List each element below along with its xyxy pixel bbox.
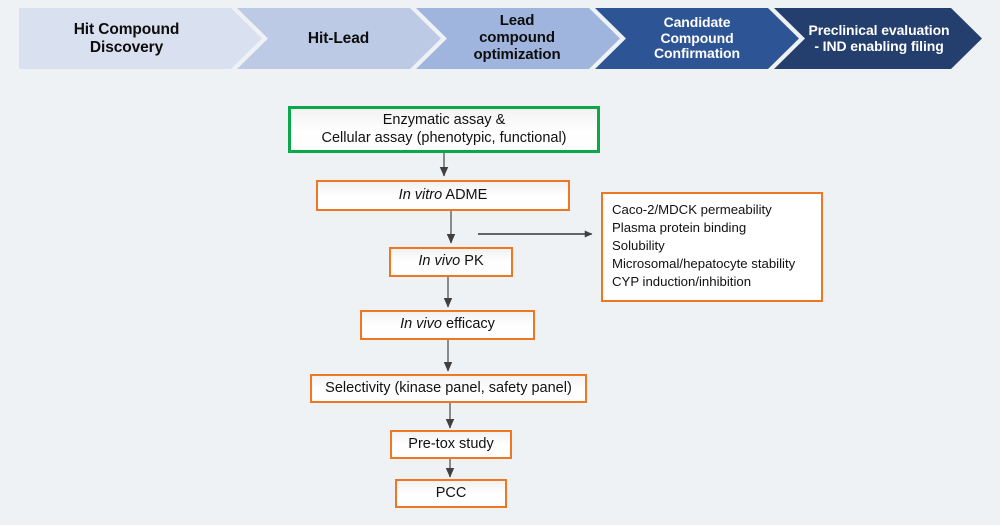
node-in-vivo-pk-italic: In vivo [418,253,461,270]
panel-item-plasma-protein-binding: Plasma protein binding [612,219,747,235]
node-selectivity-text: Selectivity (kinase panel, safety panel) [325,379,572,396]
adme-assay-panel: Caco-2/MDCK permeability Plasma protein … [601,192,823,302]
node-in-vivo-pk-text: In vivo PK [391,253,511,271]
node-assay-text: Enzymatic assay & Cellular assay (phenot… [291,112,597,147]
node-in-vitro-adme-text: In vitro ADME [318,187,568,205]
stage-chevron-3[interactable] [416,8,620,69]
stage-chevron-1[interactable] [19,8,262,69]
stage-chevron-2[interactable] [237,8,441,69]
node-pcc[interactable]: PCC [395,479,507,508]
stage-band-chevrons [19,8,982,69]
node-in-vitro-adme[interactable]: In vitro ADME [316,180,570,211]
node-assay[interactable]: Enzymatic assay & Cellular assay (phenot… [288,106,600,153]
node-in-vitro-adme-italic: In vitro [398,186,443,203]
node-assay-line2: Cellular assay (phenotypic, functional) [321,129,567,146]
node-in-vivo-pk-plain: PK [460,253,484,270]
node-in-vivo-efficacy-text: In vivo efficacy [362,316,533,334]
node-in-vivo-efficacy-plain: efficacy [441,316,495,333]
stage-chevron-4[interactable] [595,8,799,69]
panel-item-caco2-mdck-permeability: Caco-2/MDCK permeability [612,202,772,217]
panel-item-microsomal-hepatocyte-stability: Microsomal/hepatocyte stability [612,255,796,271]
stage-chevron-5[interactable] [774,8,982,69]
node-selectivity[interactable]: Selectivity (kinase panel, safety panel) [310,374,587,403]
node-in-vitro-adme-plain: ADME [442,186,488,203]
node-pre-tox-study[interactable]: Pre-tox study [390,430,512,459]
node-pcc-text: PCC [435,484,467,501]
node-in-vivo-efficacy[interactable]: In vivo efficacy [360,310,535,340]
node-in-vivo-efficacy-italic: In vivo [400,316,442,333]
node-pre-tox-study-text: Pre-tox study [408,435,494,452]
panel-item-solubility: Solubility [612,237,665,253]
node-assay-line1: Enzymatic assay & [382,111,506,128]
node-in-vivo-pk[interactable]: In vivo PK [389,247,513,277]
panel-item-cyp-induction-inhibition: CYP induction/inhibition [612,273,752,289]
